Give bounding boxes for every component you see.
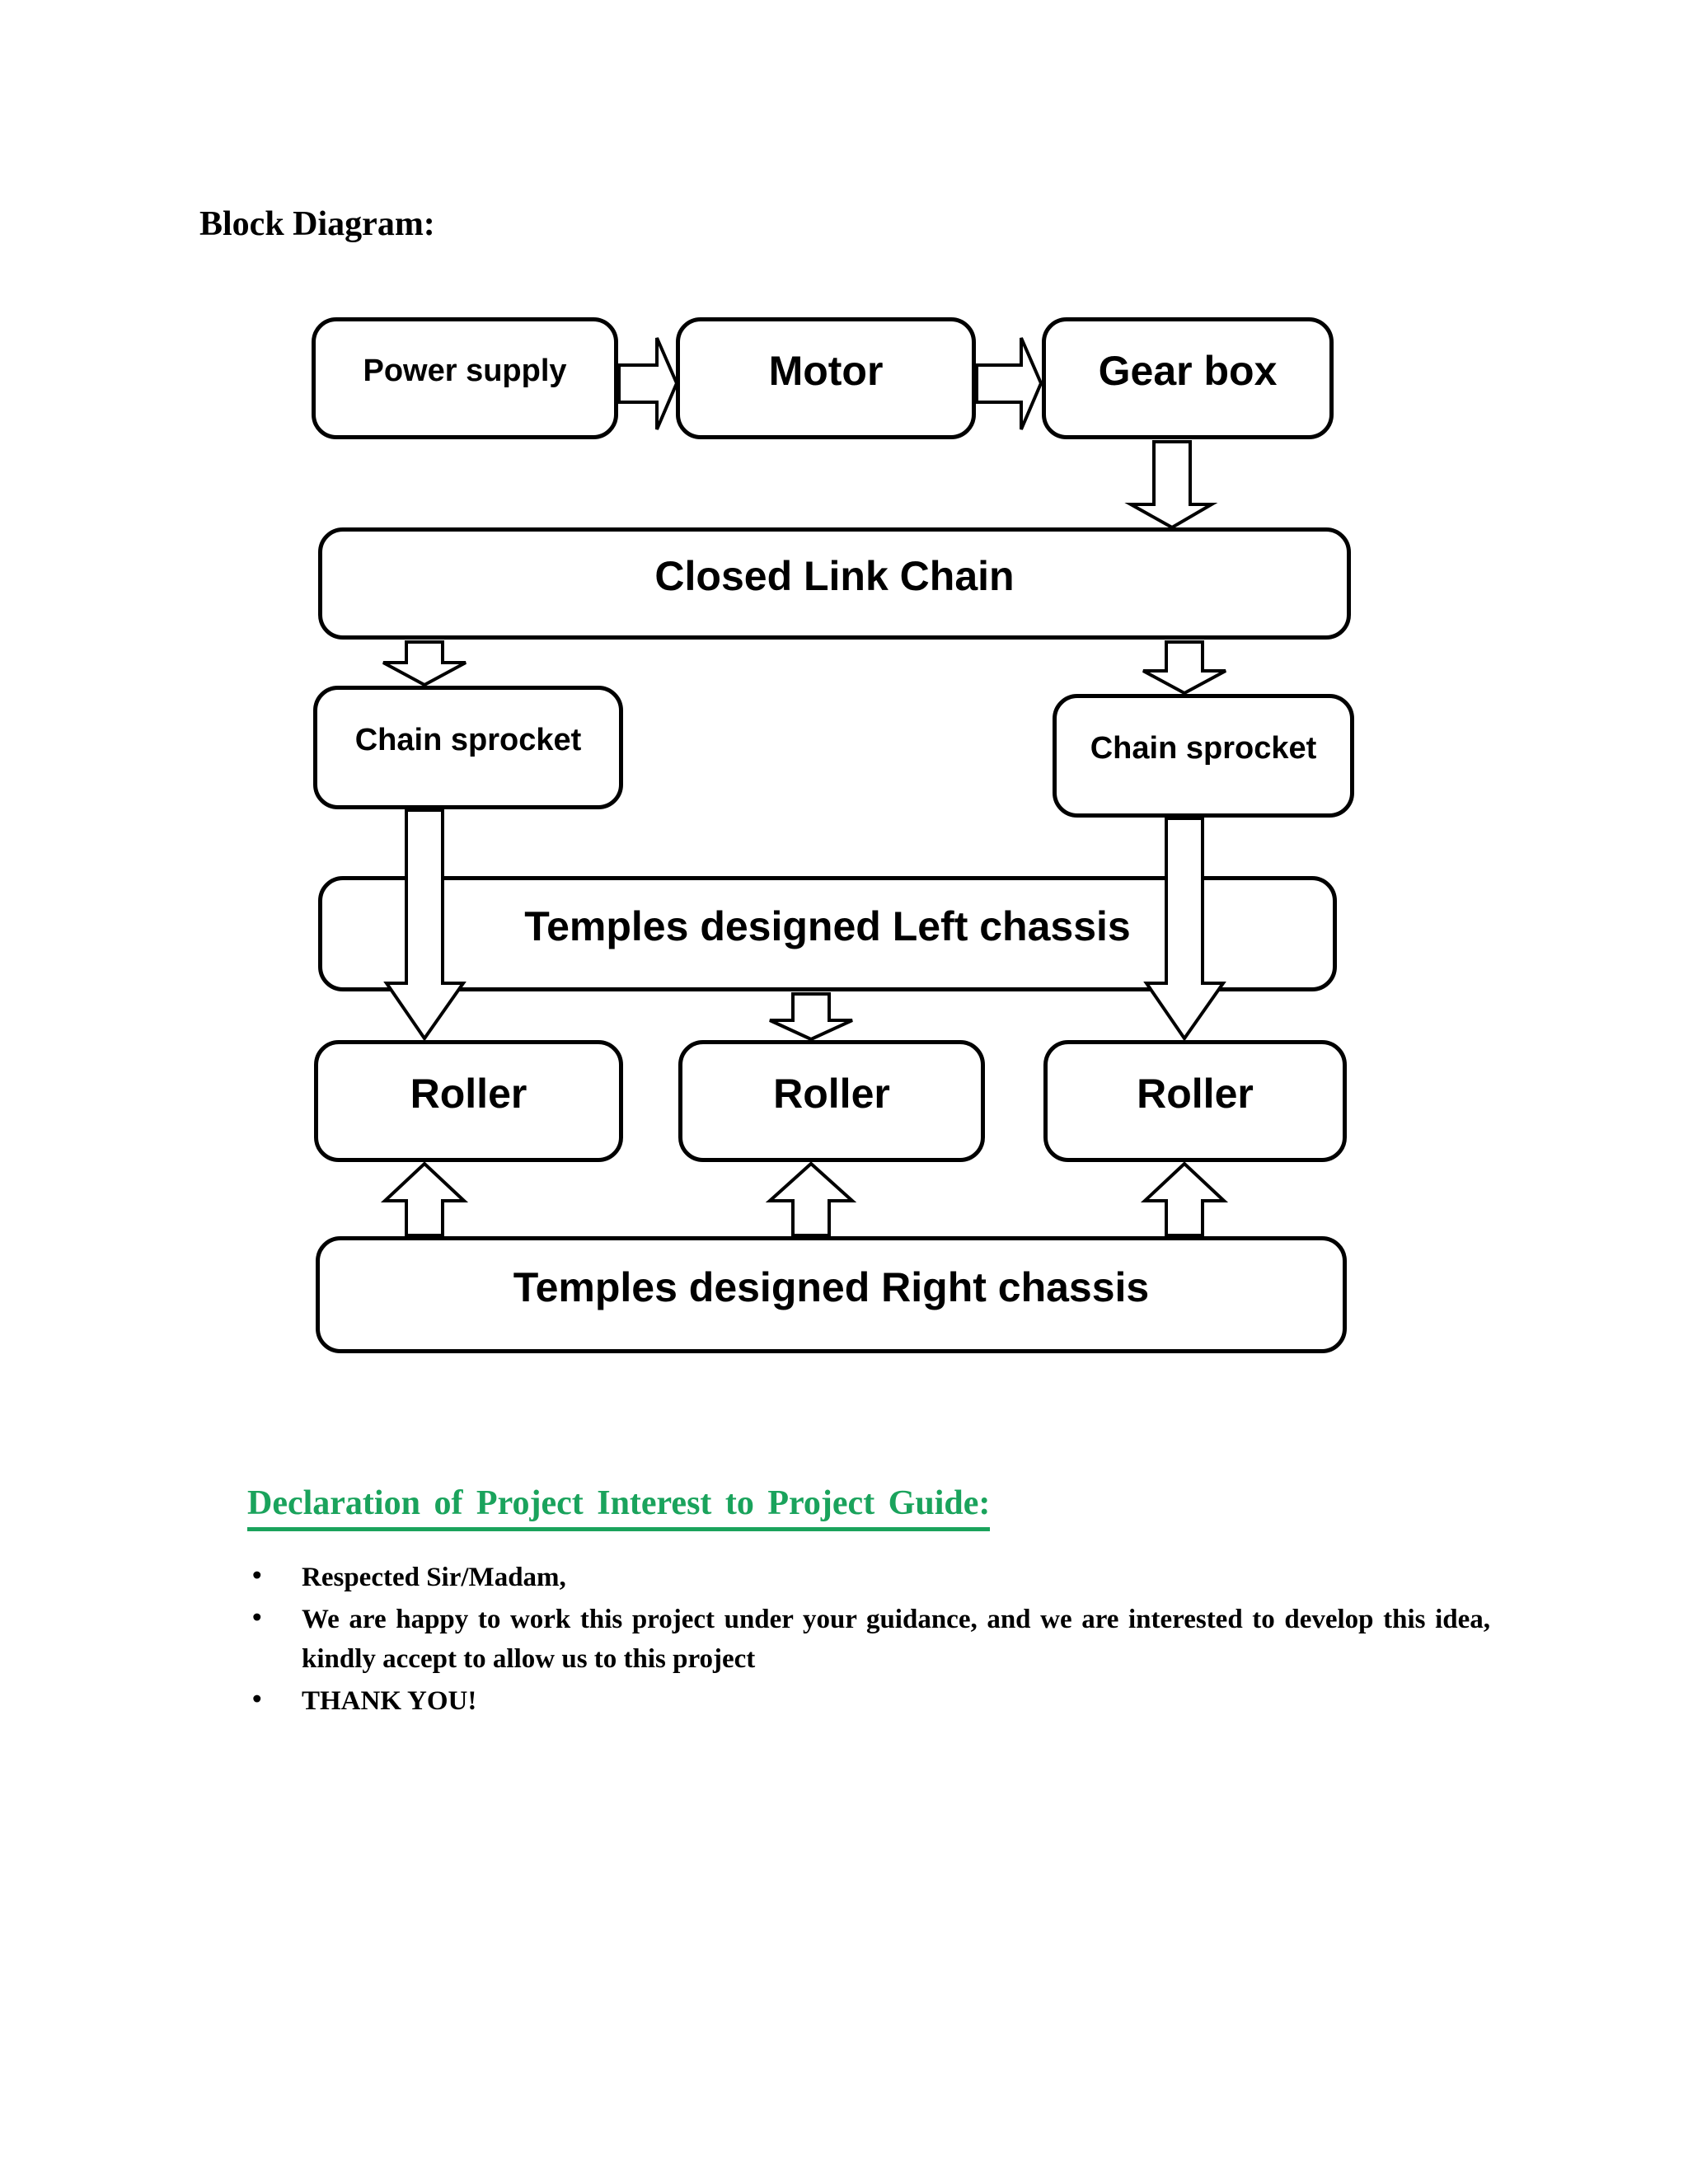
box-label: Closed Link Chain xyxy=(654,553,1015,599)
arrow-down-chassis-to-roller-middle-icon xyxy=(769,992,853,1042)
box-label: Roller xyxy=(410,1071,528,1117)
box-gear-box: Gear box xyxy=(1042,317,1334,439)
arrow-right-power-to-motor-icon xyxy=(617,337,679,430)
bullet-icon: • xyxy=(252,1603,262,1633)
bullet-icon: • xyxy=(252,1685,262,1714)
box-label: Roller xyxy=(1137,1071,1254,1117)
arrow-down-gearbox-to-chain-icon xyxy=(1124,440,1218,530)
box-right-chassis: Temples designed Right chassis xyxy=(316,1236,1347,1353)
list-item: • We are happy to work this project unde… xyxy=(252,1600,1490,1679)
box-label: Temples designed Left chassis xyxy=(524,903,1131,949)
box-label: Chain sprocket xyxy=(1090,730,1317,766)
arrow-up-chassis-to-roller-middle-icon xyxy=(765,1161,857,1237)
box-power-supply: Power supply xyxy=(312,317,618,439)
page-title: Block Diagram: xyxy=(199,205,435,243)
arrow-down-chain-to-sprocket-left-icon xyxy=(382,640,467,687)
list-item-text: Respected Sir/Madam, xyxy=(302,1563,566,1592)
box-label: Roller xyxy=(773,1071,890,1117)
box-label: Power supply xyxy=(363,353,567,388)
arrow-up-chassis-to-roller-left-icon xyxy=(380,1161,469,1237)
box-roller-right: Roller xyxy=(1043,1040,1347,1162)
bullet-icon: • xyxy=(252,1561,262,1591)
declaration-heading: Declaration of Project Interest to Proje… xyxy=(247,1483,991,1531)
box-label: Temples designed Right chassis xyxy=(513,1264,1150,1310)
declaration-list: • Respected Sir/Madam, • We are happy to… xyxy=(252,1558,1490,1723)
list-item-text: THANK YOU! xyxy=(302,1686,477,1716)
box-roller-left: Roller xyxy=(314,1040,623,1162)
arrow-right-motor-to-gearbox-icon xyxy=(975,337,1043,430)
box-chain-sprocket-right: Chain sprocket xyxy=(1053,694,1354,818)
list-item: • THANK YOU! xyxy=(252,1681,1490,1721)
box-closed-link-chain: Closed Link Chain xyxy=(318,527,1351,640)
list-item-text: We are happy to work this project under … xyxy=(302,1605,1490,1674)
box-roller-middle: Roller xyxy=(678,1040,985,1162)
box-label: Motor xyxy=(768,348,884,394)
box-motor: Motor xyxy=(676,317,976,439)
list-item: • Respected Sir/Madam, xyxy=(252,1558,1490,1597)
arrow-up-chassis-to-roller-right-icon xyxy=(1140,1161,1229,1237)
box-chain-sprocket-left: Chain sprocket xyxy=(313,686,623,809)
box-label: Chain sprocket xyxy=(354,722,582,757)
arrow-down-chain-to-sprocket-right-icon xyxy=(1142,640,1226,696)
box-left-chassis: Temples designed Left chassis xyxy=(318,876,1337,991)
box-label: Gear box xyxy=(1098,348,1278,394)
